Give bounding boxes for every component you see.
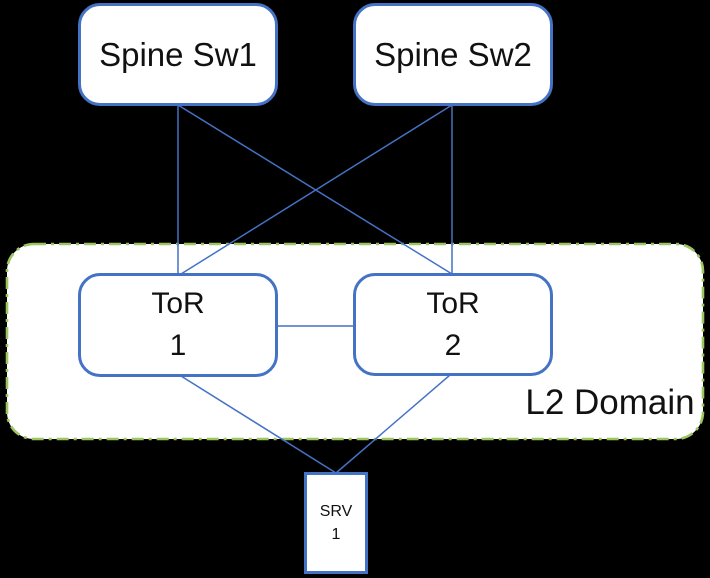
l2-domain-label: L2 Domain [525,383,695,422]
edge-tor-1-to-srv-1 [180,375,337,474]
node-srv-1-label-line1: SRV [319,502,353,520]
node-spine-sw2: Spine Sw2 [353,3,553,106]
node-tor-1: ToR 1 [78,273,278,377]
node-tor-2: ToR 2 [353,273,553,376]
node-tor-1-label-line2: 1 [169,329,187,362]
node-spine-sw2-label: Spine Sw2 [374,35,532,73]
node-spine-sw1-label: Spine Sw1 [99,35,257,73]
node-srv-1-label-line2: 1 [331,526,341,543]
node-spine-sw1: Spine Sw1 [78,3,278,106]
edge-tor-2-to-srv-1 [335,374,451,474]
node-tor-2-label-line2: 2 [444,328,462,362]
connector-lines [177,104,453,474]
edge-spine-sw2-to-tor-1 [180,104,453,275]
edge-spine-sw1-to-tor-2 [177,104,453,275]
node-tor-2-label-line1: ToR [426,286,480,320]
node-tor-1-label-line1: ToR [151,287,205,320]
node-srv-1: SRV 1 [304,472,368,574]
